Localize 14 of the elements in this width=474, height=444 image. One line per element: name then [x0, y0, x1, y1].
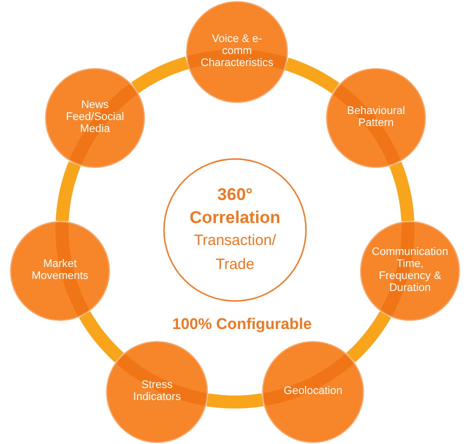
hub-title: 360° Correlation: [188, 184, 282, 229]
topic-label: Behavioural Pattern: [346, 106, 406, 130]
topic-label: Voice & e-comm Characteristics: [200, 34, 274, 70]
topic-label: News Feed/Social Media: [64, 100, 126, 136]
topic-label: Market Movements: [30, 259, 90, 283]
topic-label: Stress Indicators: [132, 380, 182, 404]
topic-label: Geolocation: [284, 386, 342, 398]
hub-subtitle: Transaction/ Trade: [193, 231, 277, 275]
ring-arc: [79, 310, 124, 363]
ring-arc: [130, 56, 192, 94]
ring-arc: [282, 58, 340, 94]
topic-label: Communication Time, Frequency & Duration: [370, 247, 450, 295]
ring-arc: [346, 310, 391, 363]
tagline: 100% Configurable: [172, 316, 312, 334]
